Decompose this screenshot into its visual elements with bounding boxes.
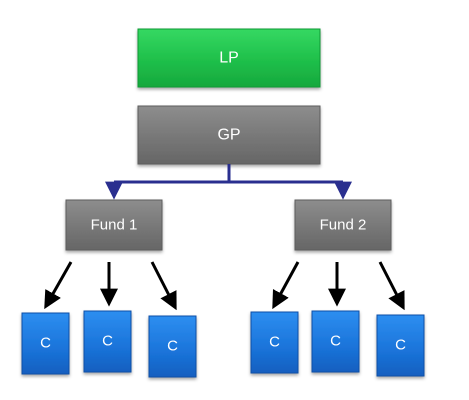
company-label-1: C (40, 335, 51, 352)
gp-node: GP (137, 105, 321, 165)
fund-2-label: Fund 2 (320, 217, 367, 234)
company-label-6: C (395, 337, 406, 354)
company-label-4: C (269, 334, 280, 351)
fund-1-label: Fund 1 (91, 217, 138, 234)
company-label-5: C (330, 333, 341, 350)
fund-2-node: Fund 2 (294, 199, 392, 251)
fund-1-arrow-right (150, 261, 177, 311)
gp-label: GP (217, 127, 240, 144)
company-label-2: C (102, 333, 113, 350)
fund-1-arrow-left (44, 261, 73, 310)
company-node-5: C (311, 310, 360, 373)
company-node-2: C (83, 310, 132, 373)
company-node-3: C (148, 315, 197, 378)
gp-to-funds-connector (105, 164, 352, 200)
fund-1-arrows (44, 261, 177, 311)
fund-2-arrows (272, 261, 405, 311)
company-node-4: C (250, 311, 299, 374)
company-node-6: C (376, 314, 425, 377)
lp-node: LP (137, 28, 321, 88)
lp-label: LP (219, 50, 239, 67)
fund-1-node: Fund 1 (65, 199, 163, 251)
fund-2-arrow-right (378, 261, 405, 311)
fund-2-arrow-left (272, 261, 300, 310)
company-node-1: C (21, 312, 70, 375)
company-label-3: C (167, 338, 178, 355)
